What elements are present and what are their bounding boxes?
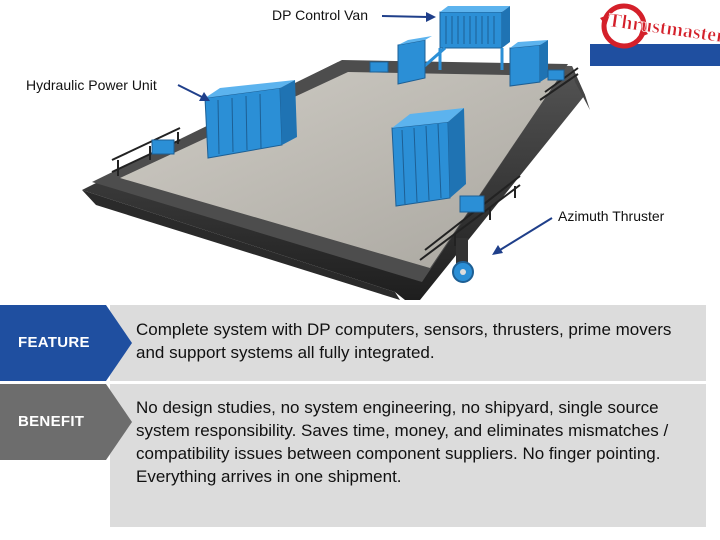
benefit-description: No design studies, no system engineering… xyxy=(136,398,669,486)
barge-deck xyxy=(120,72,560,268)
feature-tag: FEATURE xyxy=(0,305,134,381)
feature-benefit-panel xyxy=(110,305,706,527)
callout-arrows xyxy=(177,12,553,255)
callout-hydraulic-power-unit: Hydraulic Power Unit xyxy=(26,77,157,93)
callout-dp-control-van: DP Control Van xyxy=(272,7,368,23)
barge-illustration xyxy=(82,6,590,300)
feature-label: FEATURE xyxy=(18,334,90,351)
benefit-label: BENEFIT xyxy=(18,413,85,430)
feature-description: Complete system with DP computers, senso… xyxy=(136,320,672,362)
callout-azimuth-thruster: Azimuth Thruster xyxy=(558,208,665,224)
benefit-tag: BENEFIT xyxy=(0,384,134,460)
deck-winches xyxy=(151,61,565,213)
hydraulic-power-unit xyxy=(204,80,297,159)
azimuth-thruster xyxy=(452,238,474,283)
feature-arrow-shape xyxy=(0,305,132,381)
row-divider xyxy=(110,381,706,384)
thrustmaster-logo: Thrustmaster xyxy=(590,3,720,66)
svg-text:Thrustmaster: Thrustmaster xyxy=(607,9,720,47)
container-right-back xyxy=(509,40,548,87)
container-left-back xyxy=(397,36,432,85)
container-front xyxy=(391,108,466,207)
dp-control-van xyxy=(419,6,510,72)
benefit-arrow-shape xyxy=(0,384,132,460)
